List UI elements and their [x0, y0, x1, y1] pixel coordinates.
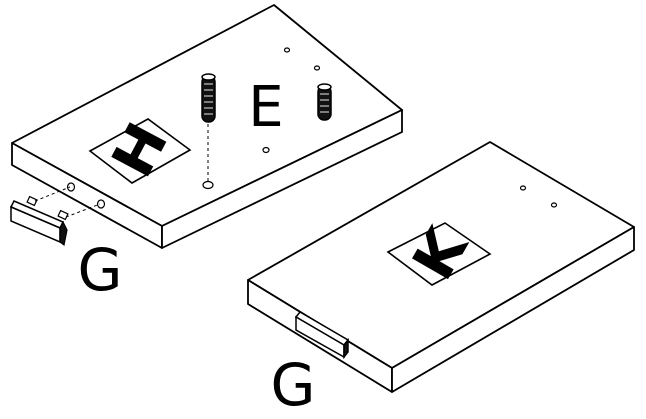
hole-icon	[550, 202, 558, 208]
hole-icon	[313, 65, 321, 71]
edge-cap-right	[294, 311, 350, 360]
dowel-icon	[201, 73, 216, 123]
edge-cap-left	[9, 195, 69, 247]
panel-bottom-side-edge	[391, 226, 635, 393]
panel-bottom-holes	[519, 185, 558, 208]
left-cap-label: G	[78, 236, 123, 304]
panel-top-holes	[66, 47, 321, 209]
hole-icon	[262, 146, 270, 154]
hole-icon	[519, 185, 527, 191]
cap-guide-lines	[34, 186, 101, 218]
panel-top	[11, 4, 403, 249]
right-cap-label: G	[271, 351, 316, 414]
hole-icon	[66, 182, 76, 192]
hole-icon	[283, 47, 291, 53]
hole-icon	[202, 180, 214, 190]
panel-top-side-edge	[161, 109, 403, 249]
dowel-label: E	[248, 75, 283, 140]
dowel-icon	[317, 83, 332, 121]
hole-icon	[96, 199, 106, 209]
